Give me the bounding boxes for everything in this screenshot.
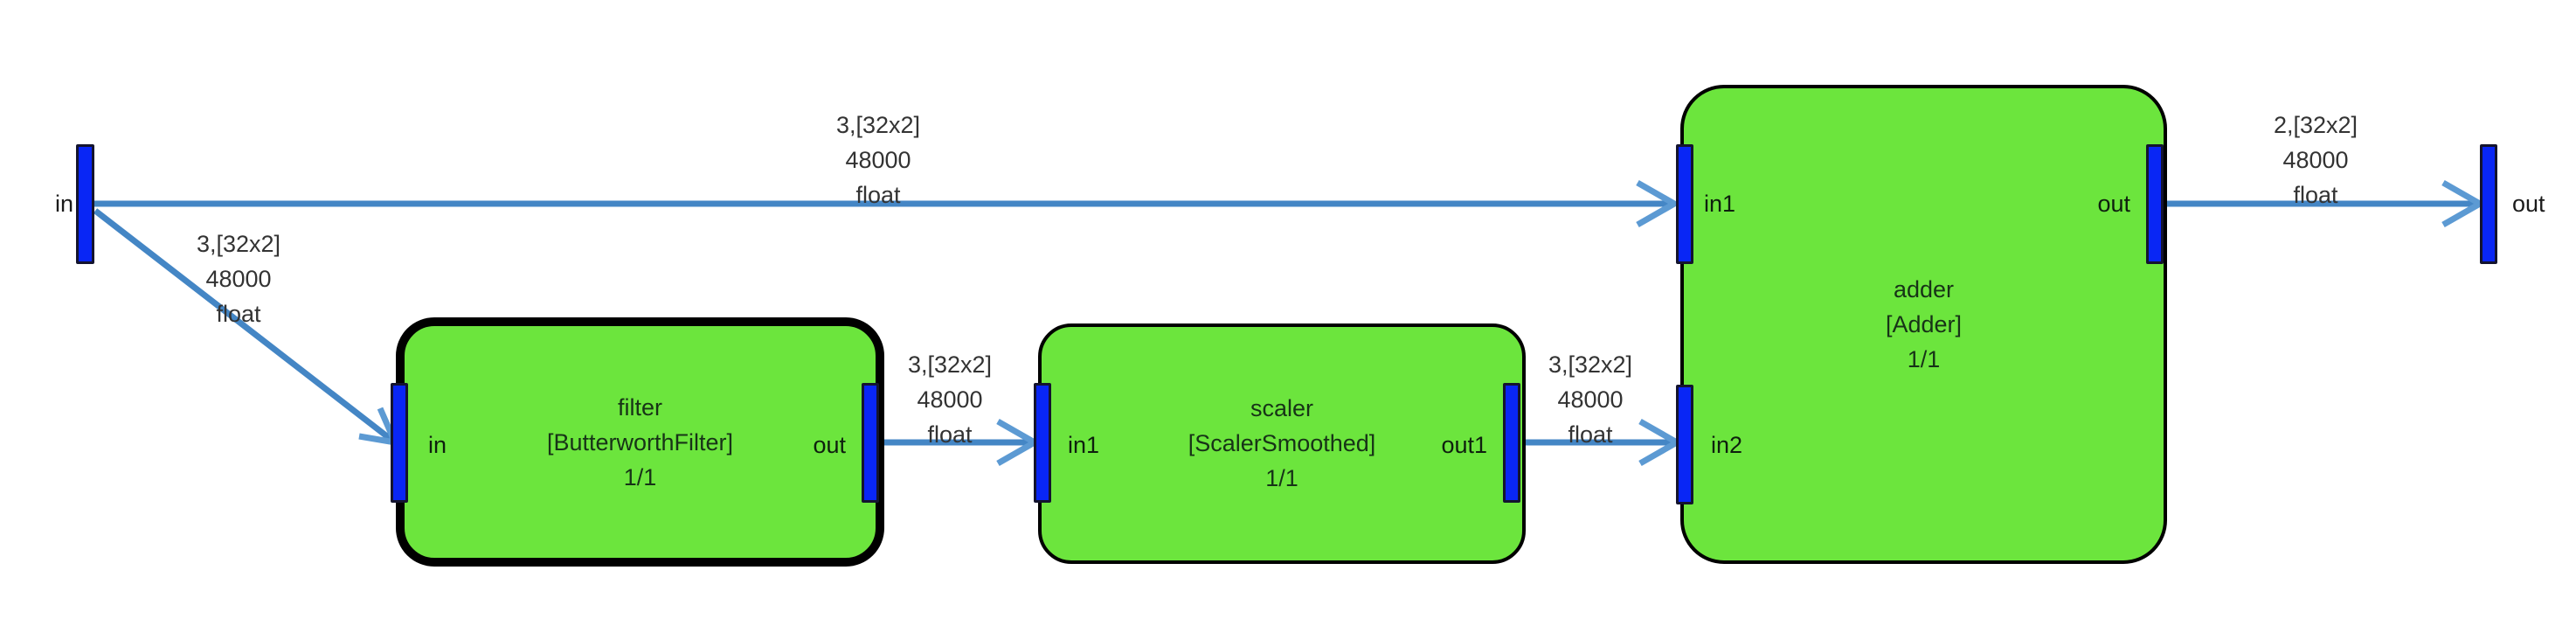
edge-label-line: 48000 [1557, 386, 1624, 413]
edge-label-line: 48000 [2282, 147, 2349, 173]
port-filter-out-label: out [813, 432, 846, 458]
edge-label-line: 48000 [917, 386, 983, 413]
port-scaler-out1-label: out1 [1441, 432, 1487, 458]
port-filter-out[interactable] [862, 383, 879, 503]
port-scaler-in1[interactable] [1034, 383, 1051, 503]
edge-in-to-adder-in1[interactable] [94, 179, 1681, 228]
edge-label-line: 48000 [205, 266, 272, 292]
port-adder-out-label: out [2097, 191, 2130, 217]
port-adder-in1[interactable] [1676, 144, 1693, 264]
port-adder-in1-label: in1 [1704, 191, 1736, 217]
edge-label-line: 3,[32x2] [196, 231, 281, 257]
edge-label-line: float [1568, 421, 1613, 448]
port-scaler-in1-label: in1 [1068, 432, 1100, 458]
port-adder-out[interactable] [2146, 144, 2164, 264]
edge-label-line: float [927, 421, 973, 448]
node-filter[interactable] [396, 317, 884, 567]
port-adder-in2[interactable] [1676, 385, 1693, 504]
port-adder-in2-label: in2 [1711, 432, 1743, 458]
port-scaler-out1[interactable] [1503, 383, 1520, 503]
graph-input-label: in [54, 191, 73, 217]
edge-label-line: 48000 [845, 147, 911, 173]
node-adder[interactable] [1680, 85, 2167, 564]
port-filter-in[interactable] [391, 383, 408, 503]
graph-output-port[interactable] [2480, 144, 2497, 264]
edge-label: 3,[32x2] 48000 float [845, 347, 1055, 452]
edge-label-line: 3,[32x2] [1548, 351, 1633, 378]
edge-label-line: float [216, 301, 261, 327]
edge-label-line: 3,[32x2] [835, 112, 921, 138]
edge-label-line: 3,[32x2] [907, 351, 993, 378]
edge-label: 3,[32x2] 48000 float [134, 226, 343, 331]
edge-label: 3,[32x2] 48000 float [1485, 347, 1695, 452]
edge-label-line: float [2293, 182, 2338, 208]
edge-label: 2,[32x2] 48000 float [2211, 108, 2420, 212]
graph-input-port[interactable] [76, 144, 94, 264]
graph-output-label: out [2512, 191, 2545, 217]
edge-label-line: 2,[32x2] [2273, 112, 2358, 138]
edge-label-line: float [855, 182, 901, 208]
port-filter-in-label: in [428, 432, 447, 458]
edge-label: 3,[32x2] 48000 float [773, 108, 983, 212]
